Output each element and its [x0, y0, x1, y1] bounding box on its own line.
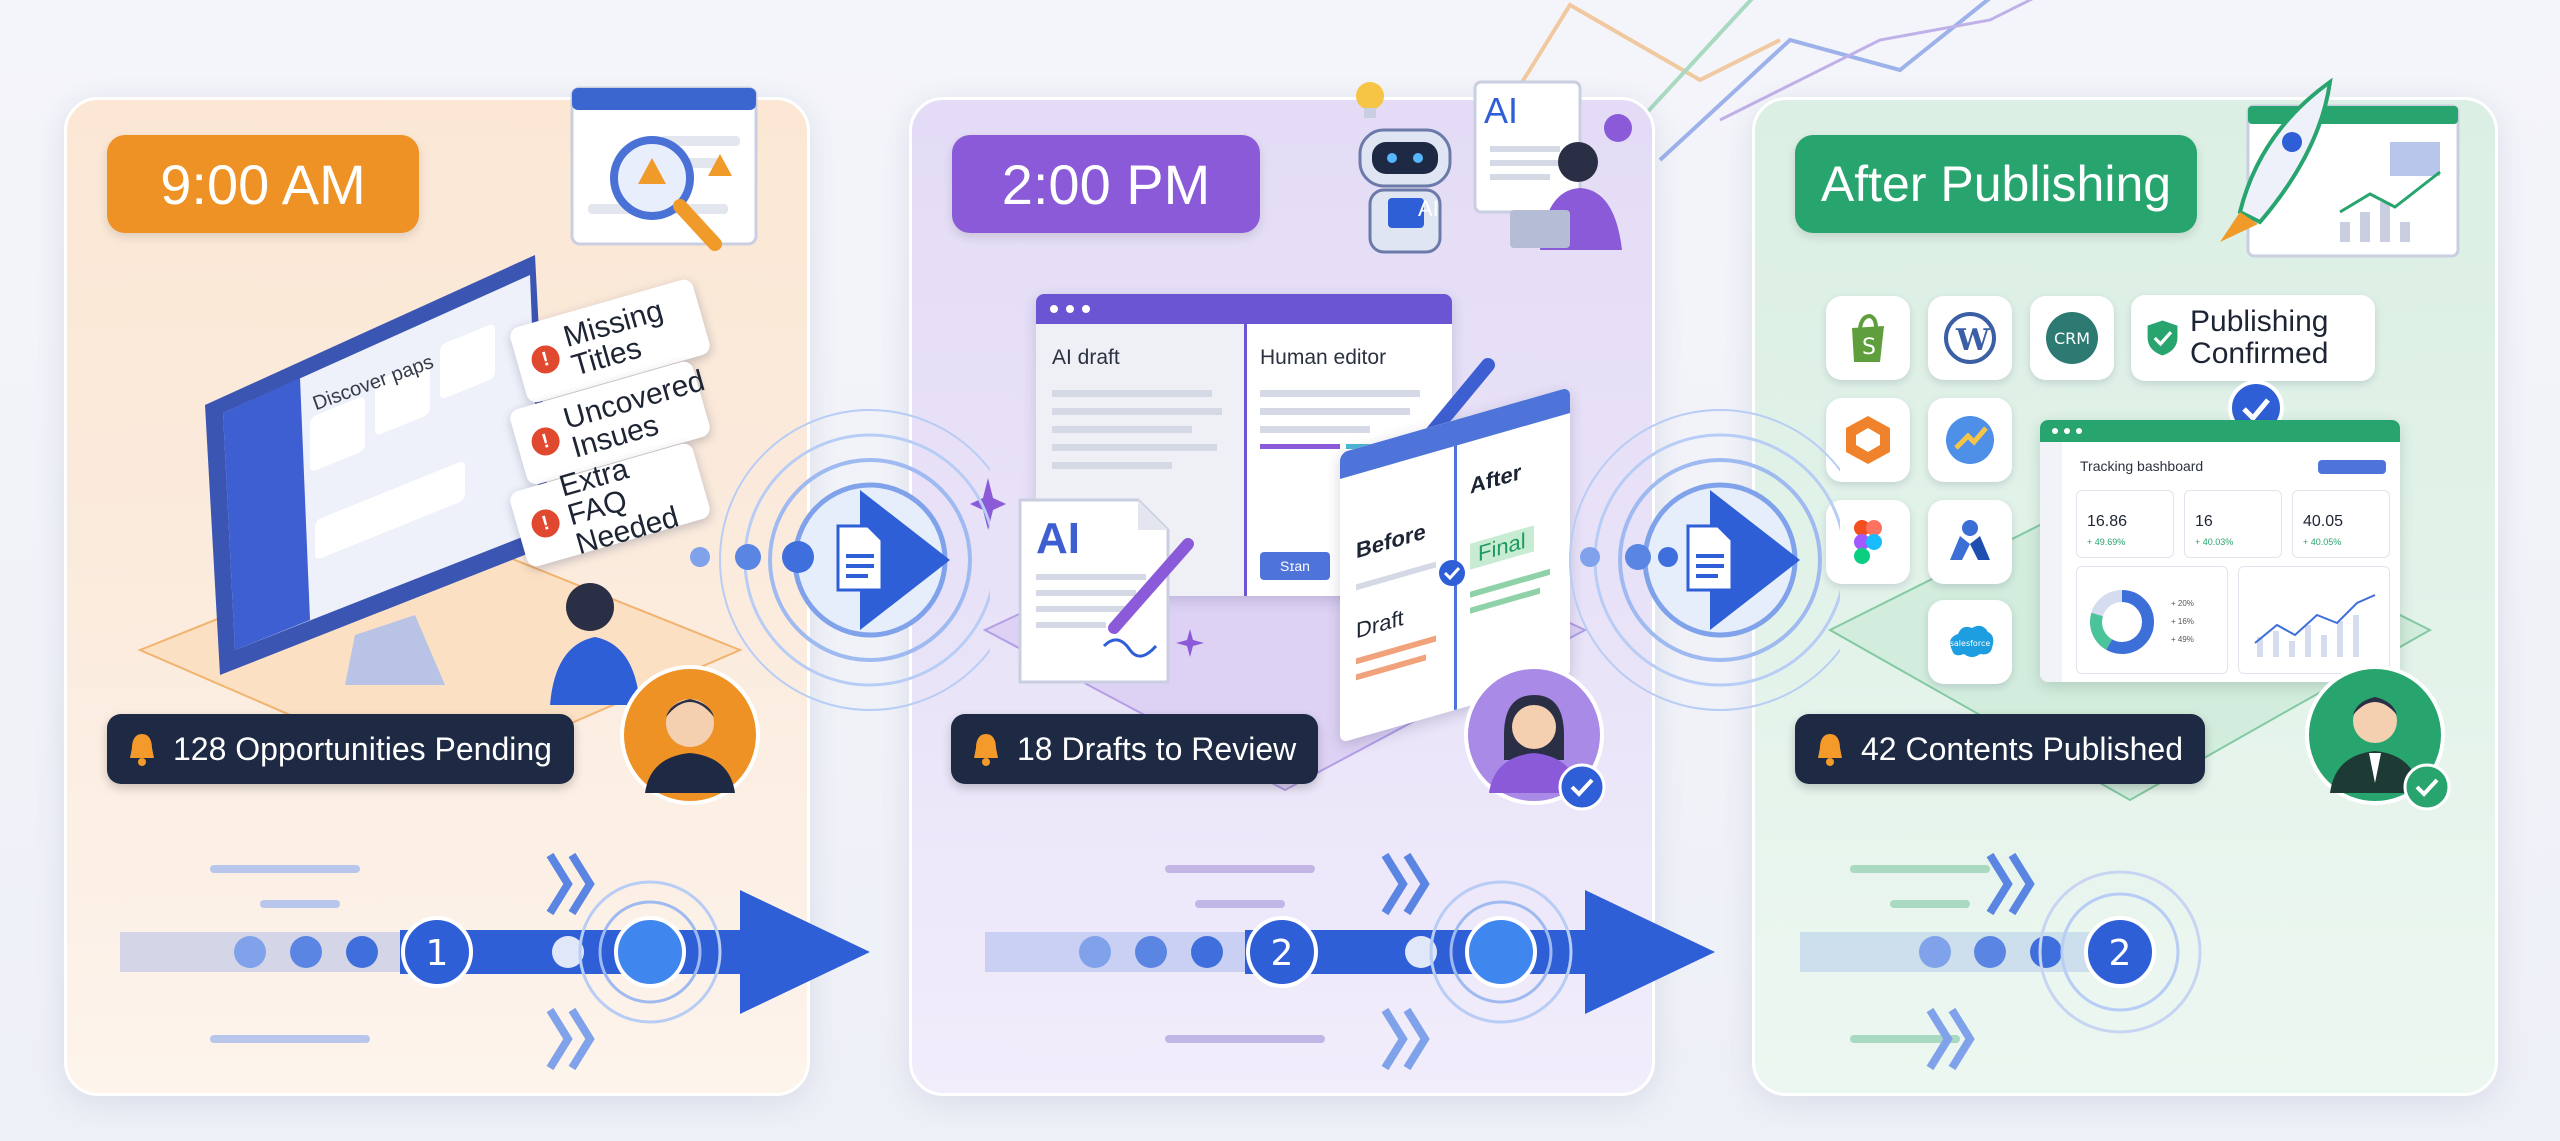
window-titlebar: [2040, 420, 2400, 442]
stage-connector-1: [690, 409, 990, 711]
after-label: After: [1470, 458, 1522, 499]
salesforce-icon: salesforce: [1928, 600, 2012, 684]
progress-arrow-2: 2: [985, 852, 1715, 1070]
svg-text:W: W: [1955, 323, 1991, 358]
lightbulb-icon: [1356, 82, 1384, 110]
sign-button[interactable]: Sɪan: [1260, 552, 1330, 580]
svg-text:S: S: [1862, 335, 1876, 360]
donut-chart-card: + 20% + 16% + 49%: [2076, 566, 2228, 674]
shopify-icon: S: [1826, 296, 1910, 380]
time-label-published: After Publishing: [1795, 135, 2197, 233]
metric-card: 16.86 + 49.69%: [2076, 490, 2174, 558]
trend-line-chart: [2254, 594, 2376, 657]
donut-chart: [2090, 590, 2154, 654]
growth-rocket-illustration: [2220, 77, 2460, 258]
bell-icon: [1818, 734, 1842, 766]
svg-text:salesforce: salesforce: [1950, 639, 1991, 648]
analytics-icon: [1928, 398, 2012, 482]
status-badge-drafts: 18 Drafts to Review: [951, 714, 1319, 784]
crm-icon: CRM: [2030, 296, 2114, 380]
alert-icon: !: [528, 342, 563, 377]
document-icon: [836, 524, 884, 592]
ai-collaboration-illustration: [1356, 80, 1632, 254]
status-badge-published: 42 Contents Published: [1795, 714, 2205, 784]
integration-hex-icon: [1826, 398, 1910, 482]
sparkle-icon: [970, 478, 1006, 530]
avatar-manager: [2305, 665, 2451, 811]
check-icon: [2403, 763, 2451, 811]
dashboard-title: Tracking bashboard: [2080, 458, 2204, 474]
draft-label: Draft: [1356, 604, 1404, 644]
svg-text:CRM: CRM: [2054, 329, 2090, 348]
step-number: 2: [2109, 933, 2132, 974]
dashboard-action-button[interactable]: [2318, 460, 2386, 474]
step-number-badge: [401, 916, 473, 988]
shield-check-icon: [2147, 320, 2178, 356]
warning-icon: [708, 154, 732, 176]
monitor-illustration: [205, 255, 550, 685]
stage-connector-2: [1569, 409, 1840, 711]
time-label-afternoon: 2:00 PM: [952, 135, 1260, 233]
figma-icon: [1826, 500, 1910, 584]
alert-icon: !: [528, 424, 563, 459]
metric-card: 16 + 40.03%: [2184, 490, 2282, 558]
tracking-dashboard: Tracking bashboard 16.86 + 49.69% 16 + 4…: [2040, 420, 2400, 682]
trend-chart-card: [2238, 566, 2390, 674]
final-label: Final: [1470, 525, 1534, 570]
ai-doc-card-label: AI: [1036, 514, 1080, 563]
step-number: 2: [1271, 933, 1294, 974]
before-label: Before: [1356, 518, 1426, 564]
progress-arrow-3: 2: [1800, 852, 2202, 1070]
window-titlebar: [1036, 294, 1452, 324]
step-number-badge: [1246, 916, 1318, 988]
wordpress-icon: W: [1928, 296, 2012, 380]
metric-card: 40.05 + 40.05%: [2292, 490, 2390, 558]
rocket-icon: [2237, 77, 2333, 225]
avatar-analyst: [620, 665, 760, 805]
avatar-editor: [1464, 665, 1606, 811]
check-icon: [1439, 560, 1465, 586]
publishing-confirmed-card: Publishing Confirmed: [2131, 295, 2375, 381]
bell-icon: [974, 734, 998, 766]
bell-icon: [130, 734, 154, 766]
human-editor-label: Human editor: [1260, 346, 1387, 369]
robot-ai-badge: AI: [1418, 196, 1439, 221]
step-number-badge: [2084, 916, 2156, 988]
ai-draft-document: [1018, 498, 1194, 684]
alert-icon: !: [528, 506, 563, 541]
audit-window-illustration: [570, 86, 758, 251]
status-badge-pending: 128 Opportunities Pending: [107, 714, 574, 784]
step-number: 1: [426, 933, 449, 974]
worker-illustration: [550, 583, 640, 705]
time-label-morning: 9:00 AM: [107, 135, 419, 233]
check-icon: [1558, 763, 1606, 811]
progress-arrow-1: 1: [120, 852, 870, 1070]
ai-draft-label: AI draft: [1052, 346, 1120, 369]
integration-app-icon: [1928, 500, 2012, 584]
sparkle-icon: [1176, 629, 1204, 657]
ai-doc-badge: AI: [1484, 90, 1519, 131]
document-icon: [1686, 524, 1734, 592]
